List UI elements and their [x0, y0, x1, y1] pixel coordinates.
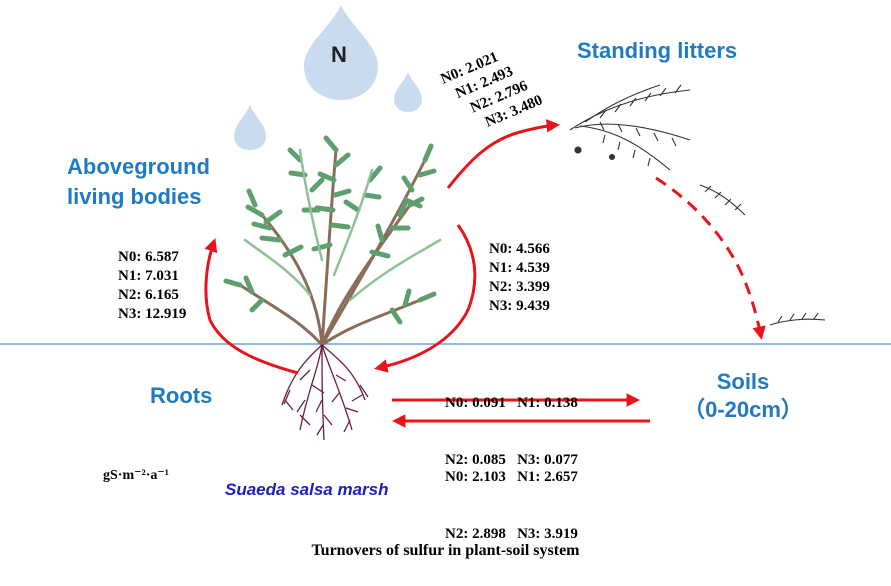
flow-value: N0: 0.091 N1: 0.138	[445, 395, 578, 411]
flow-value: N2: 3.399	[489, 279, 550, 295]
flow-value: N0: 4.566	[489, 241, 550, 257]
flow-value: N2: 0.085 N3: 0.077	[445, 452, 578, 468]
species-label: Suaeda salsa marsh	[225, 480, 389, 499]
aboveground-label-line2: living bodies	[67, 184, 202, 209]
arrow-roots-to-aboveground	[204, 238, 299, 375]
standing-litters-label: Standing litters	[577, 38, 738, 63]
arrow-aboveground-to-roots	[374, 224, 477, 373]
figure-caption: Turnovers of sulfur in plant-soil system	[311, 542, 580, 559]
flow-values-aboveground-to-roots: N0: 4.566 N1: 4.539 N2: 3.399 N3: 9.439	[489, 240, 550, 316]
soils-label-line1: Soils	[716, 369, 770, 394]
roots-label: Roots	[150, 383, 213, 408]
standing-litter-illustration	[569, 84, 826, 326]
arrow-litter-to-soil	[655, 176, 766, 340]
flow-value: N2: 6.165	[118, 287, 179, 303]
flow-value: N3: 12.919	[118, 306, 187, 322]
flow-value: N1: 7.031	[118, 268, 179, 284]
flow-value: N0: 6.587	[118, 249, 179, 265]
arrow-aboveground-to-litter	[446, 119, 561, 189]
flow-value: N1: 4.539	[489, 260, 550, 276]
flow-arrows	[204, 119, 766, 428]
aboveground-label: Aboveground living bodies	[67, 152, 210, 212]
flow-value: N2: 2.898 N3: 3.919	[445, 526, 578, 542]
small-water-drop-icon	[234, 105, 266, 150]
flow-value: N0: 2.103 N1: 2.657	[445, 469, 578, 485]
soils-label-line2: （0-20cm）	[683, 397, 803, 422]
flow-value: N3: 9.439	[489, 298, 550, 314]
flow-values-soils-to-roots: N0: 2.103 N1: 2.657 N2: 2.898 N3: 3.919	[445, 430, 578, 582]
unit-label: gS·m⁻²·a⁻¹	[103, 468, 169, 483]
small-water-drop-icon	[394, 72, 422, 112]
aboveground-label-line1: Aboveground	[67, 154, 210, 179]
root-system-illustration	[281, 344, 369, 441]
flow-values-roots-to-aboveground: N0: 6.587 N1: 7.031 N2: 6.165 N3: 12.919	[118, 248, 186, 324]
suaeda-plant-illustration	[223, 135, 442, 347]
large-water-drop-icon	[304, 5, 378, 100]
soils-label: Soils （0-20cm）	[673, 368, 813, 424]
nutrient-n-label: N	[331, 42, 347, 67]
flow-values-roots-to-soils: N0: 0.091 N1: 0.138 N2: 0.085 N3: 0.077	[445, 356, 578, 508]
water-drops	[234, 5, 422, 150]
